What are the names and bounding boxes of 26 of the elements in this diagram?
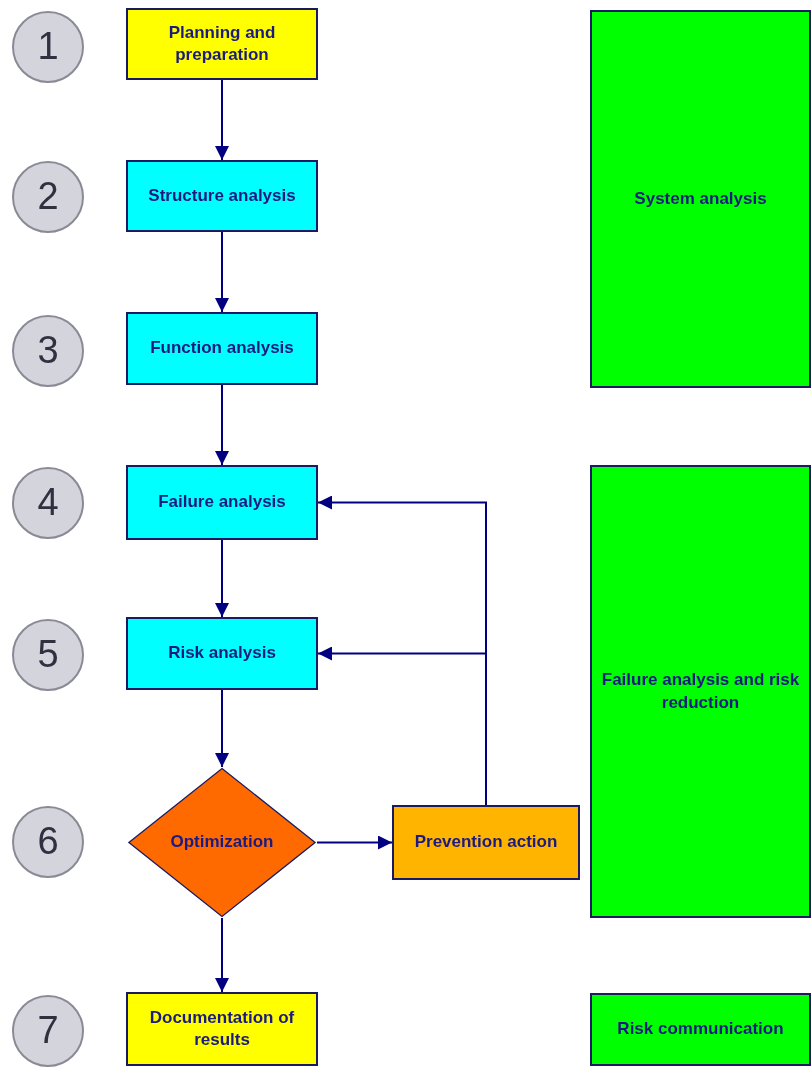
- process-box: Prevention action: [392, 805, 580, 880]
- arrow: [215, 689, 229, 768]
- process-box: Failure analysis and risk reduction: [590, 465, 811, 918]
- arrow: [317, 646, 487, 806]
- process-box: Structure analysis: [126, 160, 318, 232]
- step-number-circle: 5: [12, 619, 84, 691]
- step-number-circle: 2: [12, 161, 84, 233]
- process-box: System analysis: [590, 10, 811, 388]
- decision-diamond: Optimization: [127, 767, 317, 918]
- process-box: Risk communication: [590, 993, 811, 1066]
- arrow: [215, 917, 229, 993]
- step-number-circle: 6: [12, 806, 84, 878]
- arrow: [215, 539, 229, 618]
- process-box: Documentation of results: [126, 992, 318, 1066]
- arrow: [215, 231, 229, 313]
- arrow: [215, 79, 229, 161]
- step-number-circle: 7: [12, 995, 84, 1067]
- arrow: [215, 384, 229, 466]
- step-number-circle: 1: [12, 11, 84, 83]
- process-box: Function analysis: [126, 312, 318, 385]
- arrow: [316, 835, 393, 850]
- process-box: Planning and preparation: [126, 8, 318, 80]
- process-box: Failure analysis: [126, 465, 318, 540]
- process-box: Risk analysis: [126, 617, 318, 690]
- step-number-circle: 4: [12, 467, 84, 539]
- step-number-circle: 3: [12, 315, 84, 387]
